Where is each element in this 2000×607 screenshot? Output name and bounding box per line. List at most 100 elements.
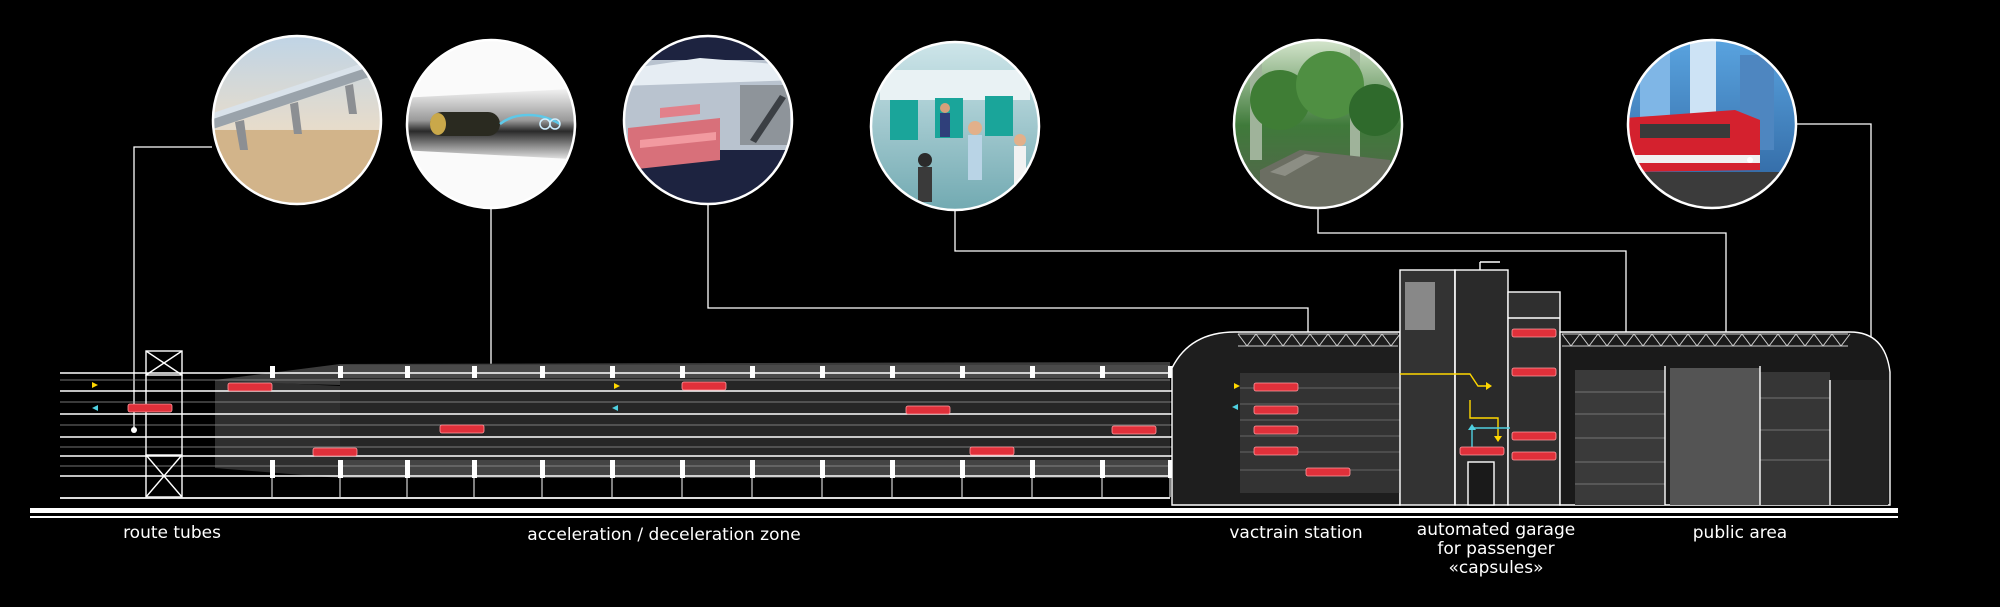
column-cap xyxy=(1168,366,1173,378)
truss-web xyxy=(1570,333,1581,347)
leader-line-city xyxy=(1796,123,1872,378)
column-cap xyxy=(540,366,545,378)
column-base xyxy=(680,460,685,478)
column-base xyxy=(1030,460,1035,478)
column-cap xyxy=(405,366,410,378)
truss-web xyxy=(1831,333,1842,347)
column-cap xyxy=(750,366,755,378)
capsule-in-tube-photo xyxy=(405,38,577,210)
column-base xyxy=(270,460,275,478)
truss-web xyxy=(1777,333,1788,347)
station-platform-photo xyxy=(622,34,794,206)
truss-web xyxy=(1381,333,1392,347)
truss-web xyxy=(1300,333,1311,347)
truss-web xyxy=(1669,333,1680,347)
truss-web xyxy=(1588,333,1599,347)
column-base xyxy=(820,460,825,478)
column-base xyxy=(960,460,965,478)
capsule-pod xyxy=(312,447,358,457)
truss-web xyxy=(1840,333,1851,347)
truss-web xyxy=(1246,333,1257,347)
station-hall xyxy=(1171,331,1401,506)
zone-label-line: route tubes xyxy=(123,523,221,543)
truss-web xyxy=(1822,333,1833,347)
truss-web xyxy=(1579,333,1590,347)
capsule-pod xyxy=(1253,425,1299,435)
column-base xyxy=(750,460,755,478)
capsule-pod xyxy=(1511,451,1557,461)
column-cap xyxy=(338,366,343,378)
truss-web xyxy=(1327,333,1338,347)
truss-web xyxy=(1282,333,1293,347)
truss-web xyxy=(1273,333,1284,347)
capsule-pod xyxy=(681,381,727,391)
truss-web xyxy=(1345,333,1356,347)
leader-line-garden xyxy=(1317,208,1727,400)
truss-web xyxy=(1750,333,1761,347)
zone-label-public-area: public area xyxy=(1693,524,1787,543)
capsule-pod xyxy=(1111,425,1157,435)
truss-web xyxy=(1759,333,1770,347)
capsule-pod xyxy=(1253,405,1299,415)
leader-line-route xyxy=(133,146,212,430)
column-cap xyxy=(1030,366,1035,378)
truss-web xyxy=(1336,333,1347,347)
ground-line xyxy=(30,497,1898,518)
passenger-capsules xyxy=(127,328,1557,477)
truss-web xyxy=(1642,333,1653,347)
capsule-pod xyxy=(1305,467,1351,477)
zone-label-line: public area xyxy=(1692,523,1788,543)
column-cap xyxy=(960,366,965,378)
truss-web xyxy=(1309,333,1320,347)
truss-web xyxy=(1624,333,1635,347)
capsule-pod xyxy=(1253,446,1299,456)
truss-web xyxy=(1723,333,1734,347)
zone-label-acceleration-zone: acceleration / deceleration zone xyxy=(527,526,800,545)
truss-web xyxy=(1687,333,1698,347)
capsule-pod xyxy=(1459,446,1505,456)
truss-web xyxy=(1633,333,1644,347)
column-cap xyxy=(820,366,825,378)
support-trusses xyxy=(145,350,183,498)
garage-tower xyxy=(1399,261,1561,506)
flow-arrows xyxy=(1400,373,1510,450)
truss-web xyxy=(1804,333,1815,347)
truss-web xyxy=(1597,333,1608,347)
terminal-passengers-photo xyxy=(869,40,1041,212)
truss-web xyxy=(1561,333,1572,347)
truss-web xyxy=(1696,333,1707,347)
truss-web xyxy=(1651,333,1662,347)
truss-web xyxy=(1390,333,1401,347)
truss-web xyxy=(1678,333,1689,347)
truss-web xyxy=(1795,333,1806,347)
truss-web xyxy=(1705,333,1716,347)
column-base xyxy=(1100,460,1105,478)
zone-label-line: «capsules» xyxy=(1448,558,1544,578)
zone-label-vactrain-station: vactrain station xyxy=(1229,524,1362,543)
column-cap xyxy=(890,366,895,378)
zone-label-line: for passenger xyxy=(1437,539,1555,559)
capsule-pod xyxy=(1253,382,1299,392)
truss-web xyxy=(1786,333,1797,347)
truss-web xyxy=(1606,333,1617,347)
column-cap xyxy=(270,366,275,378)
capsule-pod xyxy=(969,446,1015,456)
truss-web xyxy=(1264,333,1275,347)
capsule-pod xyxy=(905,405,951,415)
zone-label-line: vactrain station xyxy=(1229,523,1363,543)
truss-web xyxy=(1813,333,1824,347)
truss-web xyxy=(1318,333,1329,347)
zone-label-line: automated garage xyxy=(1416,520,1576,540)
column-base xyxy=(405,460,410,478)
capsule-pod xyxy=(127,403,173,413)
capsule-pod xyxy=(1511,328,1557,338)
truss-web xyxy=(1354,333,1365,347)
column-base xyxy=(338,460,343,478)
column-cap xyxy=(610,366,615,378)
column-cap xyxy=(1100,366,1105,378)
truss-web xyxy=(1660,333,1671,347)
structural-columns xyxy=(270,366,1173,497)
truss-web xyxy=(1291,333,1302,347)
truss-web xyxy=(1714,333,1725,347)
